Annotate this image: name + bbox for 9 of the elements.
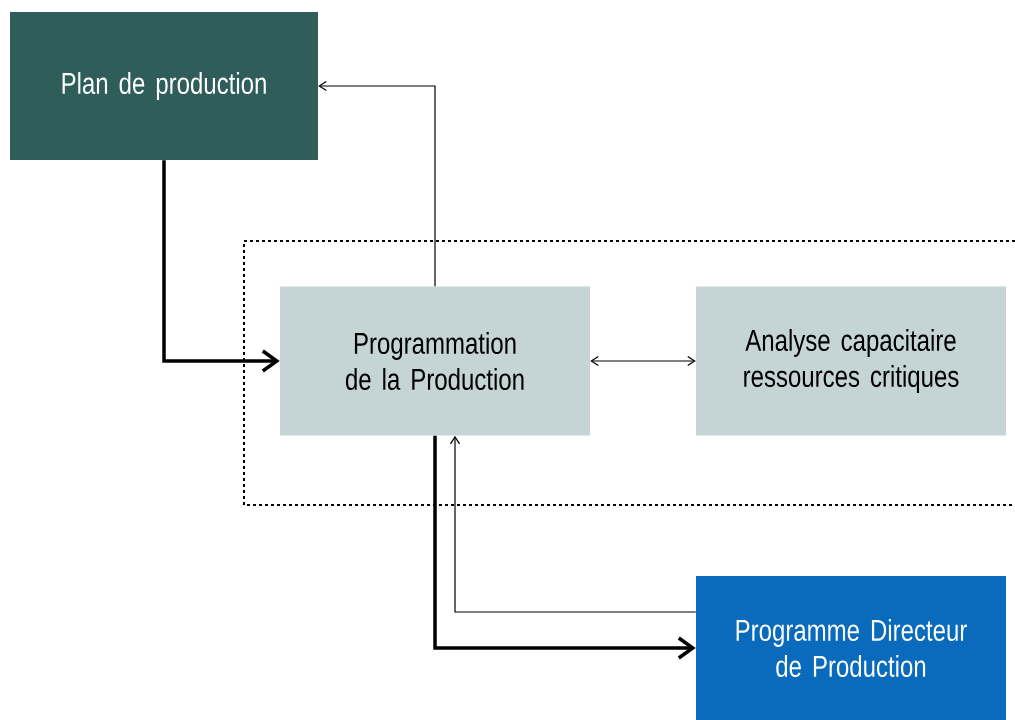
arrow [318,80,436,287]
process-box: Analyse capacitaire ressources critiques [696,286,1006,436]
process-box: Plan de production [10,12,318,160]
process-box: Programmation de la Production [280,286,590,436]
arrow [449,435,697,613]
arrow [162,160,280,373]
arrow [590,355,696,367]
arrow [433,435,696,660]
process-box: Programme Directeur de Production [696,576,1006,720]
